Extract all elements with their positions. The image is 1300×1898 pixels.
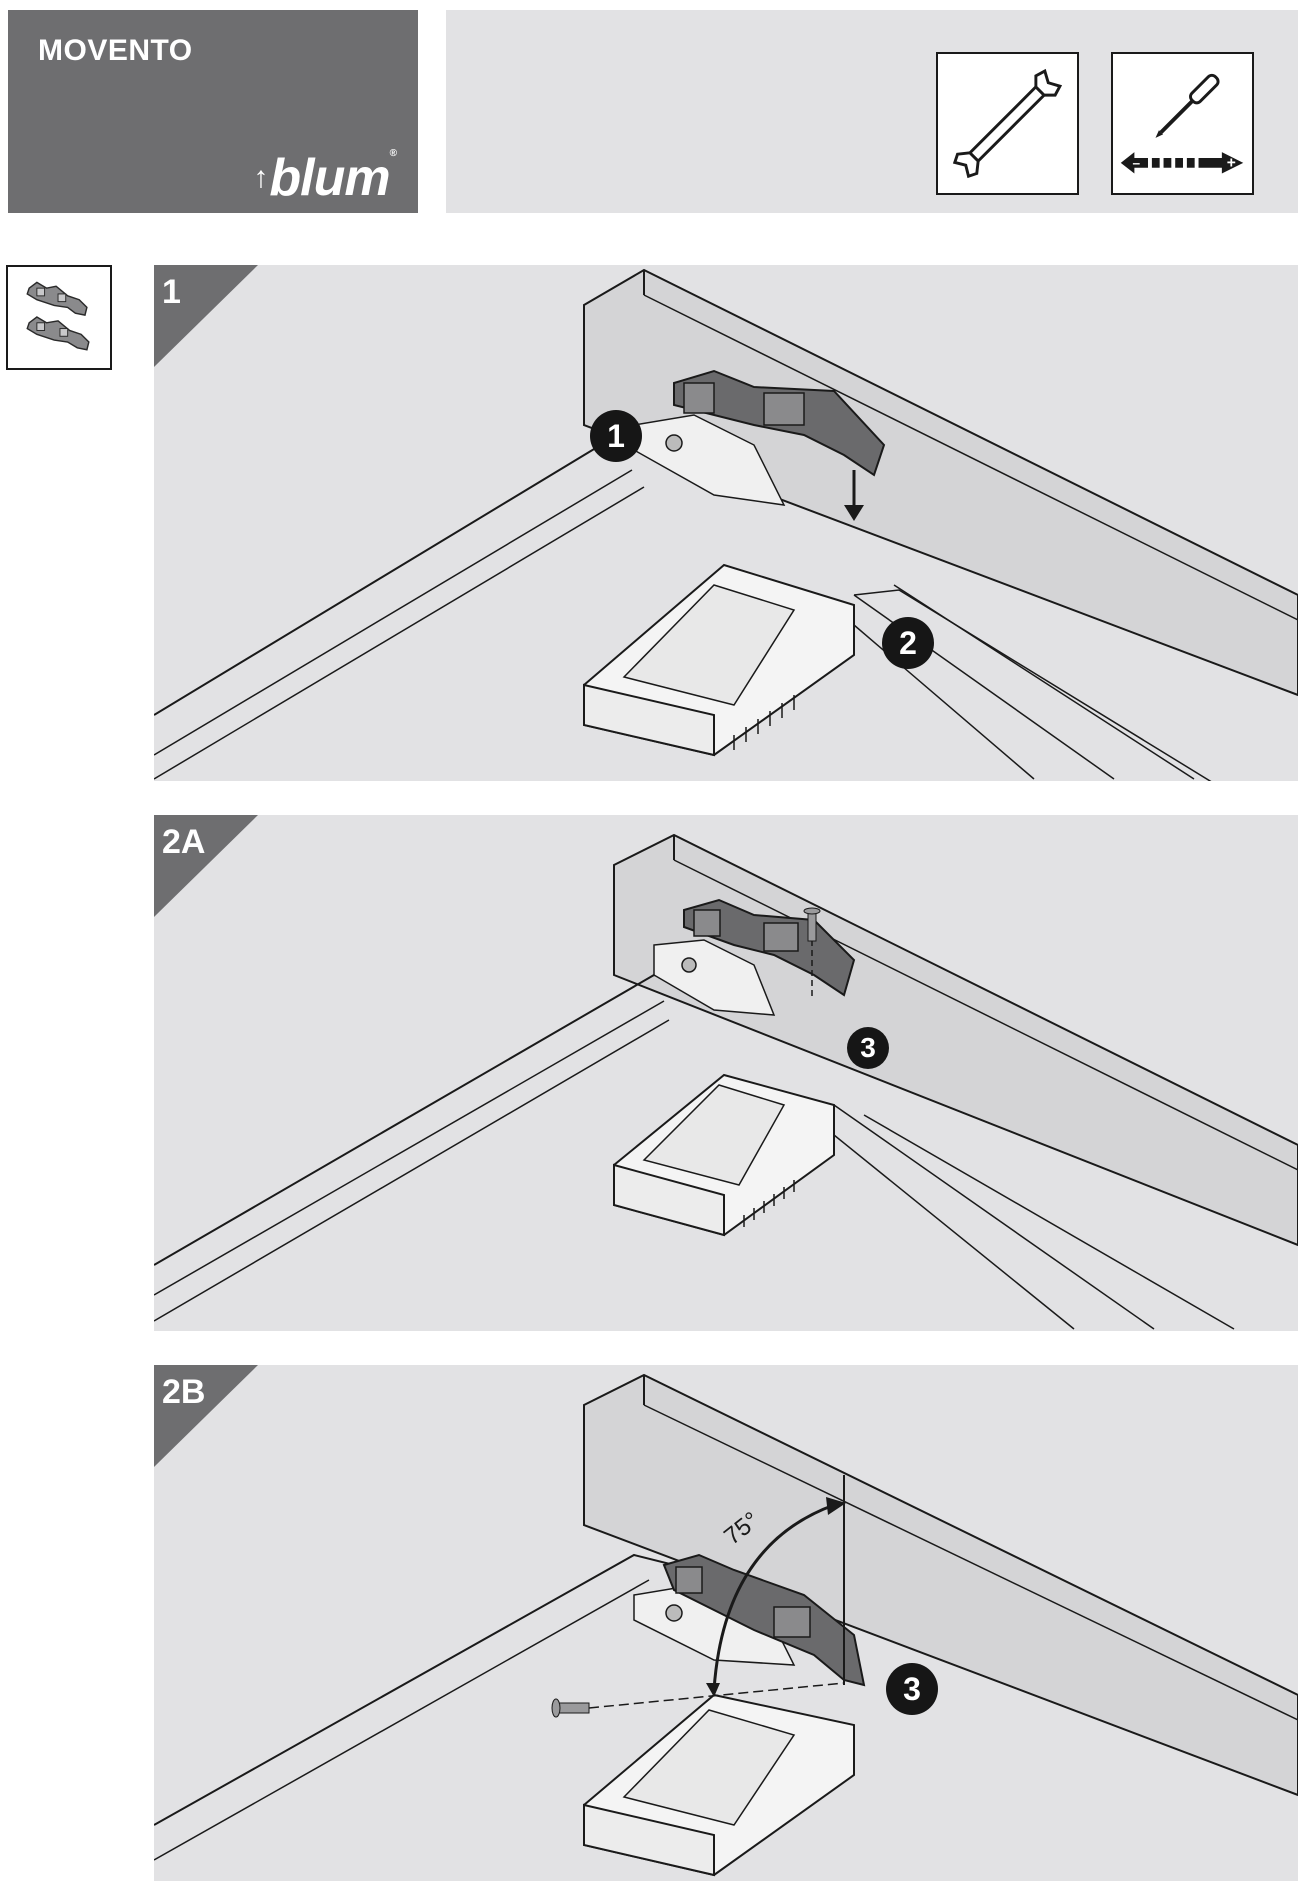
step-2a-illustration	[154, 815, 1298, 1330]
blum-logo-text: blum	[269, 149, 390, 207]
screwdriver-icon: + –	[1111, 52, 1254, 195]
blum-logo: ↑blum®	[253, 148, 397, 208]
svg-text:+: +	[1227, 155, 1236, 172]
blum-arrow-icon: ↑	[253, 161, 268, 194]
step-2a-label: 2A	[162, 823, 206, 861]
callout-3: 3	[847, 1027, 889, 1069]
step-1-illustration	[154, 265, 1298, 781]
callout-1: 1	[590, 410, 642, 462]
callout-2: 2	[882, 617, 934, 669]
step-2b-panel: 2B 75° 3	[154, 1365, 1298, 1881]
svg-text:–: –	[1132, 156, 1140, 171]
locking-device-parts-icon	[6, 265, 112, 370]
step-2b-illustration	[154, 1365, 1298, 1877]
step-1-panel: 1 1 2	[154, 265, 1298, 781]
step-2b-label: 2B	[162, 1373, 206, 1411]
step-2a-panel: 2A 3	[154, 815, 1298, 1331]
step-1-label: 1	[162, 273, 181, 311]
registered-mark: ®	[389, 148, 397, 159]
brand-header: MOVENTO ↑blum®	[8, 10, 418, 213]
product-name: MOVENTO	[38, 34, 193, 67]
tools-bar: + –	[446, 10, 1298, 213]
callout-3-2b: 3	[886, 1663, 938, 1715]
wrench-icon	[936, 52, 1079, 195]
